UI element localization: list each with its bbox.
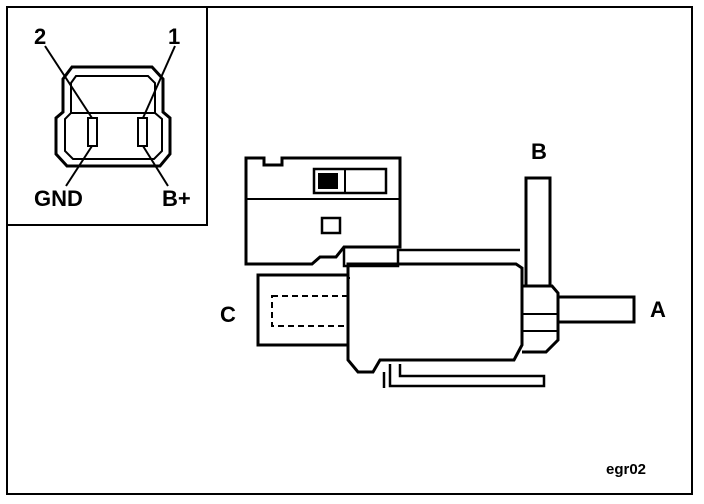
- port-a-tube: [558, 295, 636, 324]
- pin-2-leader: [44, 45, 93, 119]
- port-b-label: B: [531, 139, 547, 164]
- pin-2-terminal: [87, 117, 98, 147]
- figure-id: egr02: [606, 461, 646, 478]
- connector-inset: 2 1 GND B+: [7, 7, 208, 226]
- inset-frame: [7, 7, 208, 226]
- gnd-leader: [65, 145, 93, 187]
- connector-latch: [312, 167, 388, 195]
- housing-step: [342, 247, 520, 268]
- port-c-bore: [271, 295, 349, 327]
- connector-housing: [244, 156, 402, 266]
- port-c-nipple: [256, 273, 348, 347]
- pin-1-leader: [142, 45, 176, 119]
- solenoid-valve: [244, 156, 636, 388]
- port-b-tube: [524, 176, 552, 286]
- valve-flange: [522, 284, 560, 354]
- outer-frame: [6, 6, 693, 495]
- gnd-label: GND: [34, 186, 83, 211]
- bplus-label: B+: [162, 186, 191, 211]
- solenoid-body: [346, 262, 524, 374]
- mounting-bracket: [388, 364, 546, 388]
- bplus-leader: [142, 145, 169, 187]
- connector-window: [320, 216, 342, 235]
- pin-2-label: 2: [34, 24, 46, 49]
- port-a-label: A: [650, 297, 666, 322]
- pin-1-terminal: [137, 117, 148, 147]
- port-c-label: C: [220, 302, 236, 327]
- connector-latch-thumb: [318, 173, 338, 189]
- connector-shell: [54, 65, 172, 168]
- pin-1-label: 1: [168, 24, 180, 49]
